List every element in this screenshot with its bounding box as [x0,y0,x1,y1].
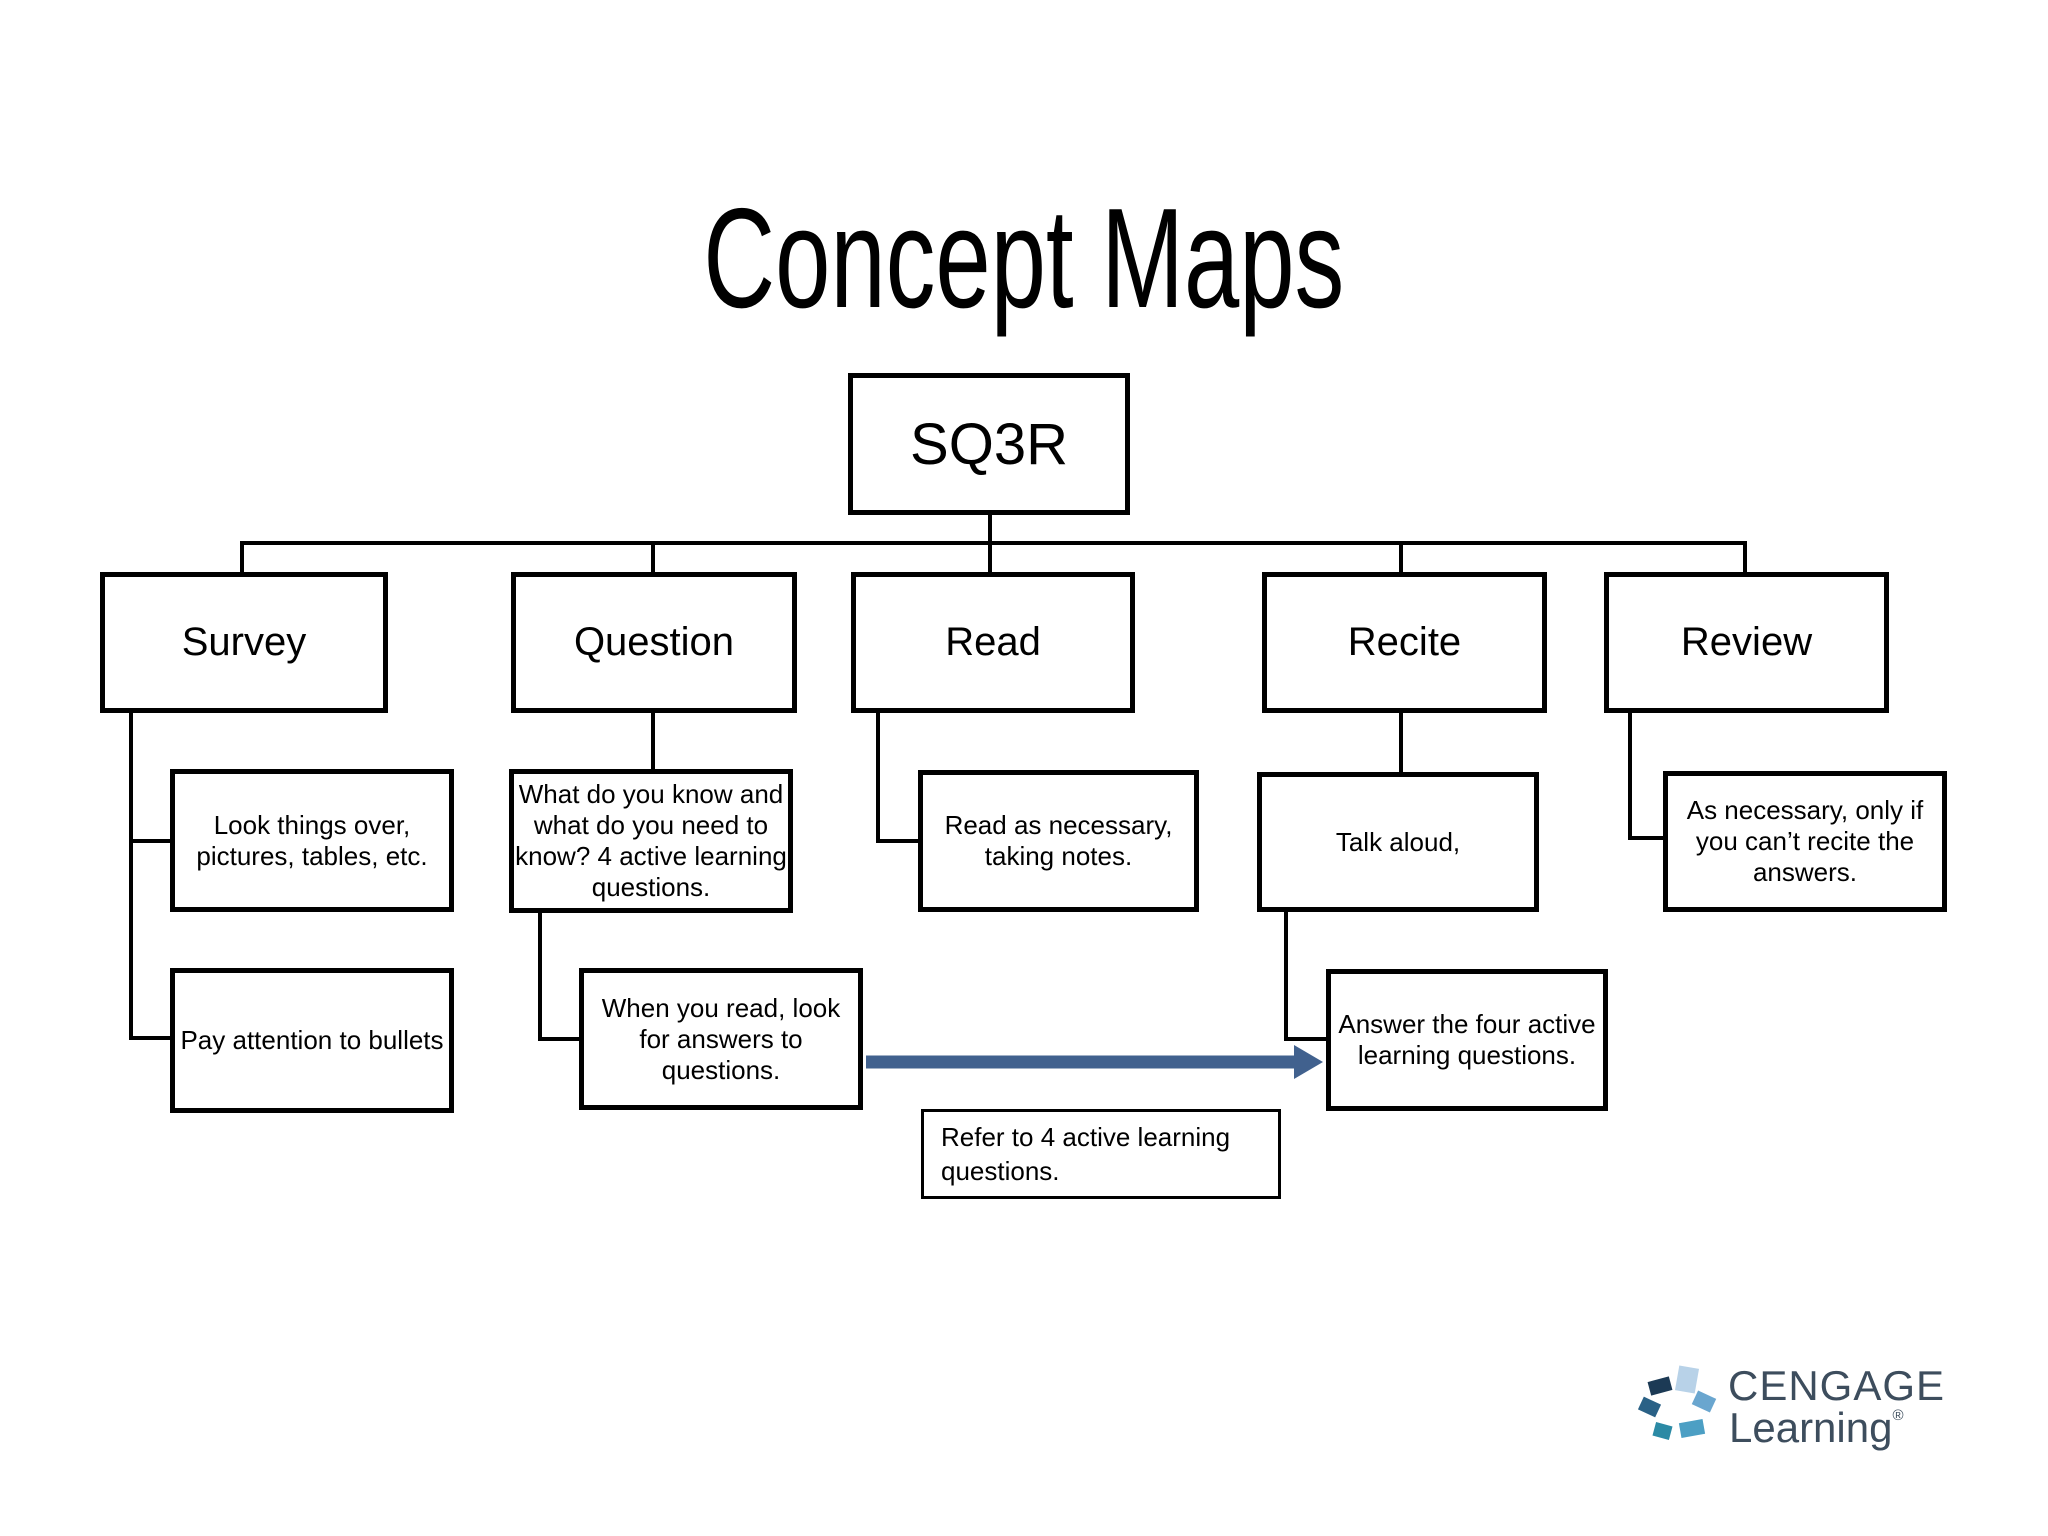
leaf-question-what-do-you-know: What do you know and what do you need to… [509,769,793,913]
logo-mark-tile-3 [1691,1390,1717,1413]
branch-box-review: Review [1604,572,1889,713]
branch-box-recite: Recite [1262,572,1547,713]
registered-trademark-symbol: ® [1892,1407,1904,1424]
cengage-logo-mark [1637,1365,1717,1440]
logo-mark-tile-5 [1652,1422,1673,1440]
branch-box-survey: Survey [100,572,388,713]
cengage-division-word: Learning [1729,1404,1893,1451]
note-refer-box: Refer to 4 active learning questions. [921,1109,1281,1199]
leaf-read-as-necessary: Read as necessary, taking notes. [918,770,1199,912]
leaf-recite-talk-aloud: Talk aloud, [1257,772,1539,912]
branch-box-read: Read [851,572,1135,713]
cengage-brand-text: CENGAGE [1728,1362,1946,1409]
leaf-question-when-you-read: When you read, look for answers to quest… [579,968,863,1110]
flow-arrow [866,1045,1323,1079]
node-sq3r: SQ3R [848,373,1130,515]
flow-arrow-head [1294,1045,1323,1079]
logo-mark-tile-4 [1637,1396,1662,1418]
leaf-review-as-necessary: As necessary, only if you can’t recite t… [1663,771,1947,912]
slide-title: Concept Maps [0,188,2048,330]
slide-title-text: Concept Maps [703,179,1345,338]
logo-mark-tile-1 [1647,1376,1673,1396]
tree-connectors [129,512,1747,1041]
logo-mark-tile-2 [1674,1365,1700,1394]
logo-mark-tile-6 [1678,1419,1706,1438]
leaf-survey-look-things-over: Look things over, pictures, tables, etc. [170,769,454,912]
branch-box-question: Question [511,572,797,713]
leaf-survey-pay-attention: Pay attention to bullets [170,968,454,1113]
cengage-division-text: Learning® [1729,1404,1904,1452]
leaf-recite-answer-four: Answer the four active learning question… [1326,969,1608,1111]
